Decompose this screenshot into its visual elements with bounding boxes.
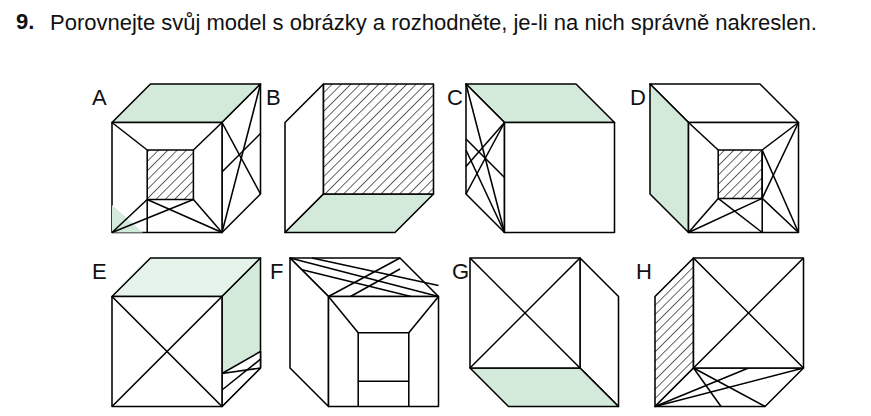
cube-b <box>285 84 434 233</box>
figure-letter: H <box>636 258 652 286</box>
figure-letter: C <box>447 84 463 112</box>
cube-e <box>112 258 261 407</box>
cube-c <box>466 84 615 233</box>
exercise-text: Porovnejte svůj model s obrázky a rozhod… <box>50 8 840 38</box>
cube-g <box>470 258 619 407</box>
figure-letter: F <box>270 258 283 286</box>
cube-d <box>650 84 799 233</box>
figure-letter: E <box>92 258 107 286</box>
cube-a <box>112 84 261 233</box>
cube-f <box>290 258 439 407</box>
exercise-number: 9. <box>16 8 34 36</box>
figure-letter: D <box>630 84 646 112</box>
figure-letter: A <box>92 84 107 112</box>
cube-h <box>655 258 804 407</box>
figure-letter: G <box>452 258 469 286</box>
figure-letter: B <box>266 84 281 112</box>
